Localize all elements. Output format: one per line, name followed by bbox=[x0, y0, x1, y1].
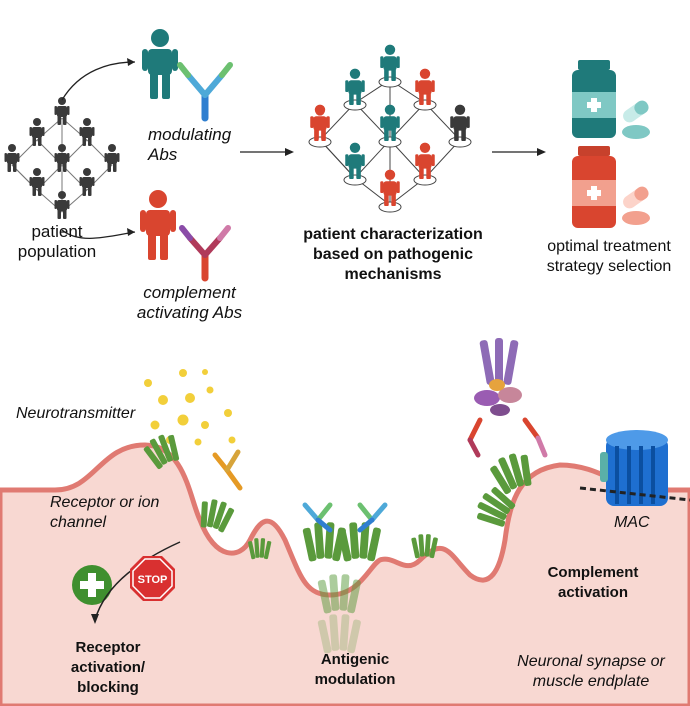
patient-population-line-2: population bbox=[17, 242, 97, 261]
patient-characterization-label: patient characterization based on pathog… bbox=[288, 225, 498, 285]
synapse-line-1: Neuronal synapse or bbox=[517, 653, 665, 670]
red-medicine-bottle-icon bbox=[572, 146, 616, 228]
treatment-line-2: strategy selection bbox=[546, 258, 672, 275]
red-pill-icon bbox=[623, 186, 649, 209]
characterization-line-2: based on pathogenic bbox=[312, 246, 473, 263]
teal-medicine-bottle-icon bbox=[572, 60, 616, 138]
receptor-activation-line-3: blocking bbox=[77, 679, 139, 696]
characterization-line-1: patient characterization bbox=[303, 226, 483, 243]
complement-abs-line-2: activating Abs bbox=[136, 303, 243, 322]
synapse-label: Neuronal synapse or muscle endplate bbox=[496, 652, 686, 692]
treatment-label: optimal treatment strategy selection bbox=[528, 237, 690, 277]
arrow-to-modulating bbox=[61, 61, 136, 101]
antibody-icon-modulating bbox=[177, 62, 233, 122]
characterization-line-3: mechanisms bbox=[344, 266, 442, 283]
complement-complex-icon bbox=[474, 338, 522, 416]
plus-icon bbox=[72, 565, 112, 605]
modulating-abs-line-1: modulating bbox=[148, 125, 232, 144]
vesicles bbox=[144, 369, 236, 446]
antigenic-modulation-label: Antigenic modulation bbox=[300, 650, 410, 690]
arrow-receptor-activation bbox=[94, 541, 181, 621]
neurotransmitter-label: Neurotransmitter bbox=[16, 405, 136, 422]
mac-pore-icon bbox=[600, 430, 668, 506]
membrane-disruption-line bbox=[579, 486, 690, 502]
complement-activation-label: Complement activation bbox=[538, 563, 648, 603]
receptor-activation-line-1: Receptor bbox=[75, 639, 141, 656]
complement-abs-label: complement activating Abs bbox=[127, 283, 252, 323]
receptor-channel-line-1: Receptor or ion bbox=[50, 494, 160, 511]
antibody-middle bbox=[302, 502, 388, 533]
antibody-complement-pair bbox=[467, 417, 548, 458]
antigenic-modulation-line-1: Antigenic bbox=[320, 651, 390, 668]
modulating-abs-label: modulating Abs bbox=[148, 125, 231, 165]
treatment-line-1: optimal treatment bbox=[547, 238, 671, 255]
patient-population-line-1: patient bbox=[31, 222, 83, 241]
patient-population-label: patient population bbox=[2, 222, 112, 262]
receptor-channel-label: Receptor or ion channel bbox=[50, 493, 159, 533]
characterized-network bbox=[308, 44, 472, 213]
synapse-line-2: muscle endplate bbox=[532, 673, 650, 690]
stop-sign-icon: STOP bbox=[130, 556, 175, 601]
complement-activation-line-2: activation bbox=[557, 584, 629, 601]
receptor-activation-label: Receptor activation/ blocking bbox=[58, 638, 158, 698]
patient-population-network bbox=[4, 97, 120, 219]
receptor-channel-line-2: channel bbox=[50, 514, 107, 531]
antibody-icon-complement bbox=[179, 225, 231, 282]
antigenic-modulation-line-2: modulation bbox=[314, 671, 396, 688]
teal-person-icon bbox=[142, 29, 178, 99]
antibody-left bbox=[212, 449, 243, 491]
red-tablet-icon bbox=[622, 211, 650, 225]
receptor-activation-line-2: activation/ bbox=[70, 659, 146, 676]
complement-activation-line-1: Complement bbox=[547, 564, 639, 581]
stop-sign-text: STOP bbox=[138, 574, 168, 586]
teal-pill-icon bbox=[623, 100, 649, 123]
complement-abs-line-1: complement bbox=[143, 283, 236, 302]
modulating-abs-line-2: Abs bbox=[148, 145, 178, 164]
teal-tablet-icon bbox=[622, 125, 650, 139]
mac-label: MAC bbox=[614, 514, 650, 531]
red-person-icon bbox=[140, 190, 176, 260]
